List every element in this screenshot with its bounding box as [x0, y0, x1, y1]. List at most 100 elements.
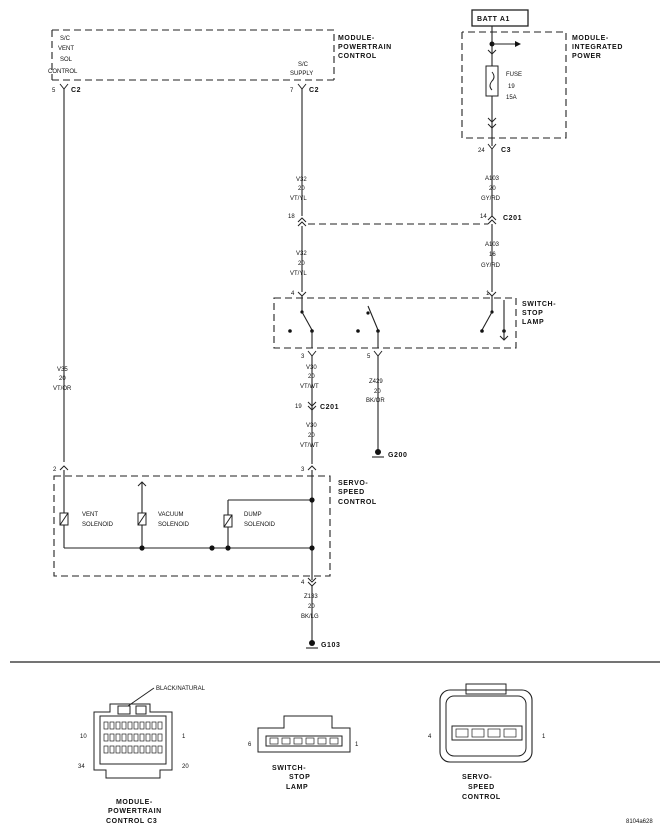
pin-cavity	[329, 737, 339, 745]
connector-c201-a: 18 14 C201	[288, 214, 522, 227]
servo-vent-l2: SOLENOID	[82, 522, 114, 528]
pcm-label-1: MODULE-	[116, 799, 153, 806]
wire-v35-l2: 20	[59, 376, 66, 382]
servo-vacuum-l1: VACUUM	[158, 512, 184, 518]
powertrain-module: MODULE- POWERTRAIN CONTROL S/C VENT SOL …	[48, 29, 392, 81]
pin-cavity	[305, 737, 315, 745]
servo-title-3: CONTROL	[338, 499, 377, 506]
svg-text:5: 5	[52, 88, 56, 94]
integrated-title-1: MODULE-	[572, 35, 609, 42]
pin-cavity	[139, 733, 145, 742]
wire-a103a-l3: GY/RD	[481, 196, 501, 202]
pin-cavity	[133, 733, 139, 742]
pin-cavity	[127, 745, 133, 754]
svg-text:2: 2	[53, 467, 57, 473]
fuse-label-3: 15A	[506, 95, 517, 101]
wire-a103b-l3: GY/RD	[481, 263, 501, 269]
svg-text:C2: C2	[71, 87, 81, 94]
svg-text:C3: C3	[501, 147, 511, 154]
pin-cavity	[145, 733, 151, 742]
connector-c3: 24 C3	[478, 143, 511, 154]
wire-v30b-l2: 20	[308, 433, 315, 439]
servo-vent-l1: VENT	[82, 512, 98, 518]
pin-cavity	[121, 745, 127, 754]
pin-cavity	[487, 728, 501, 738]
pin-cavity	[151, 733, 157, 742]
wire-z429-l2: 20	[374, 389, 381, 395]
pin-cavity	[317, 737, 327, 745]
svg-text:3: 3	[301, 467, 305, 473]
svg-text:C201: C201	[320, 404, 339, 411]
wire-a103b-l2: 16	[489, 252, 496, 258]
pin-cavity	[139, 721, 145, 730]
wire-v32b-l3: VT/YL	[290, 271, 307, 277]
pin-cavity	[109, 733, 115, 742]
wire-a103b-l1: A103	[485, 242, 500, 248]
wire-a103a-l2: 20	[489, 186, 496, 192]
servo-speed-control: 2 3 SERVO- SPEED CONTROL VENT SOLENOID V…	[53, 465, 377, 587]
servo-title-2: SPEED	[338, 489, 365, 496]
switch-stop-lamp: 4 1 SWITCH- STOP LAMP 3 5	[273, 291, 556, 360]
pin-label-supply-2: SUPPLY	[290, 71, 313, 77]
svg-text:3: 3	[301, 354, 305, 360]
svg-text:G103: G103	[321, 642, 341, 649]
pin-cavity	[455, 728, 469, 738]
pin-label-supply-1: S/C	[298, 62, 309, 68]
switch-view-label-3: LAMP	[286, 784, 308, 791]
powertrain-title-2: POWERTRAIN	[338, 44, 392, 51]
wire-z429-l3: BK/OR	[366, 398, 385, 404]
pin-label-vent-2: VENT	[58, 46, 74, 52]
servo-dump-l2: SOLENOID	[244, 522, 276, 528]
pin-cavity	[503, 728, 517, 738]
servo-title-1: SERVO-	[338, 480, 368, 487]
wire-z133-l3: BK/LG	[301, 614, 319, 620]
integrated-power-module: BATT A1 FUSE 19 15A MODULE- INTEGRATED P…	[461, 9, 622, 146]
switch-view-label-1: SWITCH-	[272, 765, 306, 772]
pin-cavity	[269, 737, 279, 745]
pin-cavity	[127, 721, 133, 730]
connector-c201-b: 19 C201	[295, 401, 339, 411]
svg-text:G200: G200	[388, 452, 408, 459]
svg-text:10: 10	[80, 734, 87, 740]
connector-view-pcm-c3: BLACK/NATURAL 10 1 34 20 MODULE- POWERTR…	[78, 686, 206, 825]
pin-label-vent-4: CONTROL	[48, 69, 78, 75]
pin-cavity	[121, 721, 127, 730]
svg-text:4: 4	[291, 291, 295, 297]
integrated-title-3: POWER	[572, 53, 601, 60]
wire-v32a-l3: VT/YL	[290, 196, 307, 202]
pin-cavity	[127, 733, 133, 742]
ground-g200: G200	[372, 449, 408, 459]
wire-z429-l1: Z429	[369, 379, 383, 385]
pin-cavity	[103, 745, 109, 754]
svg-text:18: 18	[288, 214, 295, 220]
pin-cavity	[109, 745, 115, 754]
wire-v30b-l1: V30	[306, 423, 317, 429]
wire-v32b-l1: V32	[296, 251, 307, 257]
svg-text:14: 14	[480, 214, 487, 220]
wire-v35-l3: VT/OR	[53, 386, 72, 392]
svg-text:C201: C201	[503, 215, 522, 222]
switch-title-1: SWITCH-	[522, 301, 556, 308]
pin-cavity	[145, 745, 151, 754]
svg-text:1: 1	[542, 734, 546, 740]
wire-z133-l1: Z133	[304, 594, 318, 600]
fuse-label-2: 19	[508, 84, 515, 90]
pcm-label-2: POWERTRAIN	[108, 808, 162, 815]
ground-g103: G103	[306, 640, 341, 649]
pin-cavity	[115, 721, 121, 730]
connector-view-switch: 6 1 SWITCH- STOP LAMP	[248, 715, 359, 791]
powertrain-title-3: CONTROL	[338, 53, 377, 60]
servo-view-label-1: SERVO-	[462, 774, 492, 781]
pin-cavity	[157, 745, 163, 754]
wire-v30a-l1: V30	[306, 365, 317, 371]
pin-cavity	[157, 733, 163, 742]
pin-cavity	[103, 721, 109, 730]
pin-cavity	[133, 745, 139, 754]
wire-v30b-l3: VT/WT	[300, 443, 319, 449]
batt-a1-box	[471, 9, 529, 27]
pcm-callout: BLACK/NATURAL	[156, 686, 206, 692]
svg-text:1: 1	[355, 742, 359, 748]
powertrain-title-1: MODULE-	[338, 35, 375, 42]
servo-view-label-3: CONTROL	[462, 794, 501, 801]
